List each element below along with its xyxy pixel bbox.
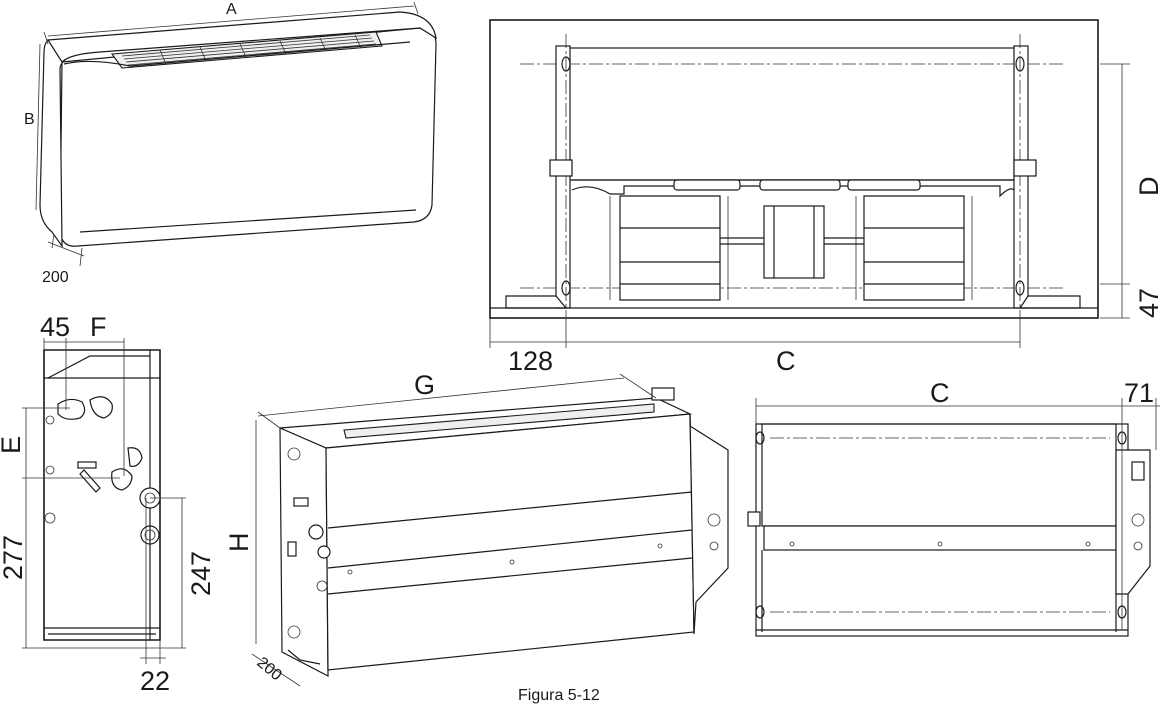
label-A: A <box>226 1 237 18</box>
front-view-recess <box>489 19 1130 348</box>
label-200-top: 200 <box>42 269 69 286</box>
label-128: 128 <box>508 346 553 376</box>
label-G: G <box>414 370 435 400</box>
figure-caption: Figura 5-12 <box>518 687 600 704</box>
label-277: 277 <box>0 535 28 580</box>
label-22: 22 <box>140 666 170 696</box>
label-E: E <box>0 436 26 454</box>
side-view <box>22 338 186 664</box>
rear-view <box>747 398 1160 637</box>
label-C-top: C <box>776 346 796 376</box>
ceiling-unit-isometric <box>251 373 729 687</box>
label-F: F <box>90 312 107 342</box>
label-71: 71 <box>1124 378 1154 408</box>
label-47: 47 <box>1134 288 1164 318</box>
cabinet-unit-isometric <box>35 1 437 267</box>
label-B: B <box>24 111 35 128</box>
label-H: H <box>224 533 254 553</box>
label-45: 45 <box>40 312 70 342</box>
label-D: D <box>1134 177 1164 197</box>
label-247: 247 <box>186 551 216 596</box>
label-C-right: C <box>930 378 950 408</box>
